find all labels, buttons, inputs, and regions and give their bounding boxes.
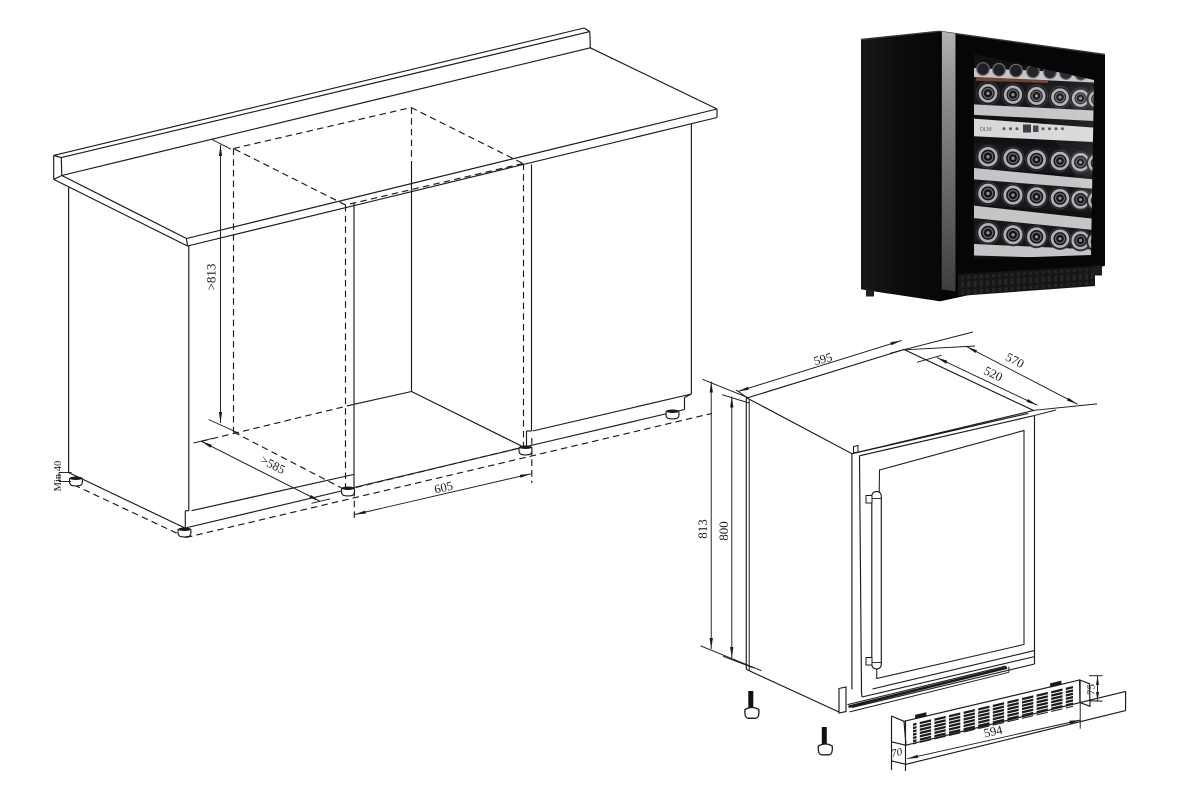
svg-text:595: 595: [812, 350, 834, 368]
svg-text:DLM: DLM: [980, 127, 992, 133]
svg-text:605: 605: [433, 479, 454, 497]
svg-text:594: 594: [982, 723, 1004, 741]
svg-text:70: 70: [890, 746, 904, 760]
svg-text:>813: >813: [204, 264, 219, 291]
svg-text:75: 75: [1086, 684, 1098, 696]
svg-text:813: 813: [695, 519, 710, 539]
svg-text:800: 800: [716, 521, 731, 541]
svg-text:Min 40: Min 40: [53, 461, 64, 492]
